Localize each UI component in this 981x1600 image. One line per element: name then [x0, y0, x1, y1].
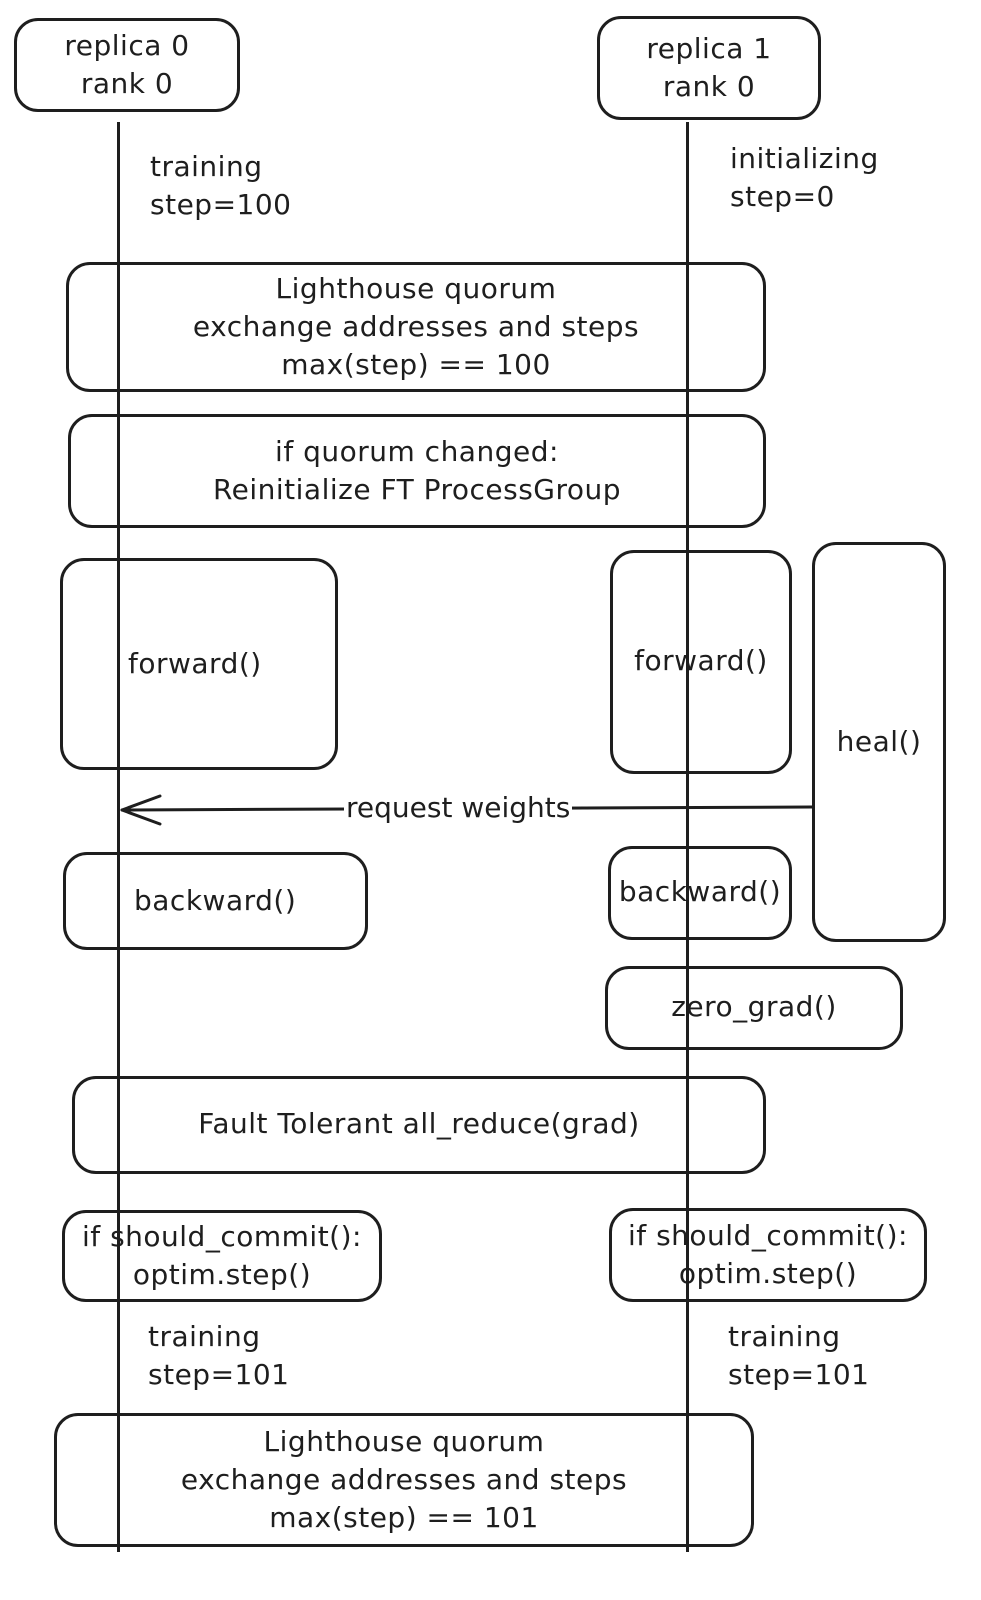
all-reduce-label: Fault Tolerant all_reduce(grad) — [198, 1107, 640, 1140]
reinitialize-label: if quorum changed: Reinitialize FT Proce… — [212, 435, 622, 506]
replica-0-forward-box — [60, 558, 338, 770]
lighthouse-quorum-label-2: Lighthouse quorum exchange addresses and… — [180, 1425, 628, 1534]
replica-1-commit-box — [609, 1208, 927, 1302]
request-weights-label: request weights — [344, 791, 573, 825]
replica-1-lifeline — [686, 122, 689, 1552]
replica-1-label: replica 1 rank 0 — [646, 32, 772, 103]
replica-0-header — [14, 18, 240, 112]
lighthouse-quorum-box-2 — [54, 1413, 754, 1547]
zero-grad-box — [605, 966, 903, 1050]
replica-1-forward-box — [610, 550, 792, 774]
replica-1-commit-label: if should_commit(): optim.step() — [628, 1219, 908, 1290]
replica-1-header — [597, 16, 821, 120]
replica-0-forward-label: forward() — [128, 647, 262, 680]
replica-1-next-state: training step=101 — [728, 1320, 870, 1391]
lighthouse-quorum-label: Lighthouse quorum exchange addresses and… — [192, 272, 640, 381]
zero-grad-label: zero_grad() — [671, 990, 837, 1023]
heal-box — [812, 542, 946, 942]
heal-label: heal() — [836, 725, 922, 758]
replica-1-backward-label: backward() — [618, 875, 782, 908]
replica-1-forward-label: forward() — [634, 644, 768, 677]
lighthouse-quorum-box — [66, 262, 766, 392]
replica-0-commit-label: if should_commit(): optim.step() — [82, 1220, 362, 1291]
replica-1-initial-state: initializing step=0 — [730, 142, 879, 213]
replica-0-commit-box — [62, 1210, 382, 1302]
replica-0-next-state: training step=101 — [148, 1320, 290, 1391]
replica-1-backward-box — [608, 846, 792, 940]
reinitialize-box — [68, 414, 766, 528]
all-reduce-box — [72, 1076, 766, 1174]
replica-0-label: replica 0 rank 0 — [64, 29, 190, 100]
replica-0-backward-box — [63, 852, 368, 950]
replica-0-lifeline — [117, 122, 120, 1552]
replica-0-backward-label: backward() — [134, 884, 297, 917]
replica-0-initial-state: training step=100 — [150, 150, 292, 221]
